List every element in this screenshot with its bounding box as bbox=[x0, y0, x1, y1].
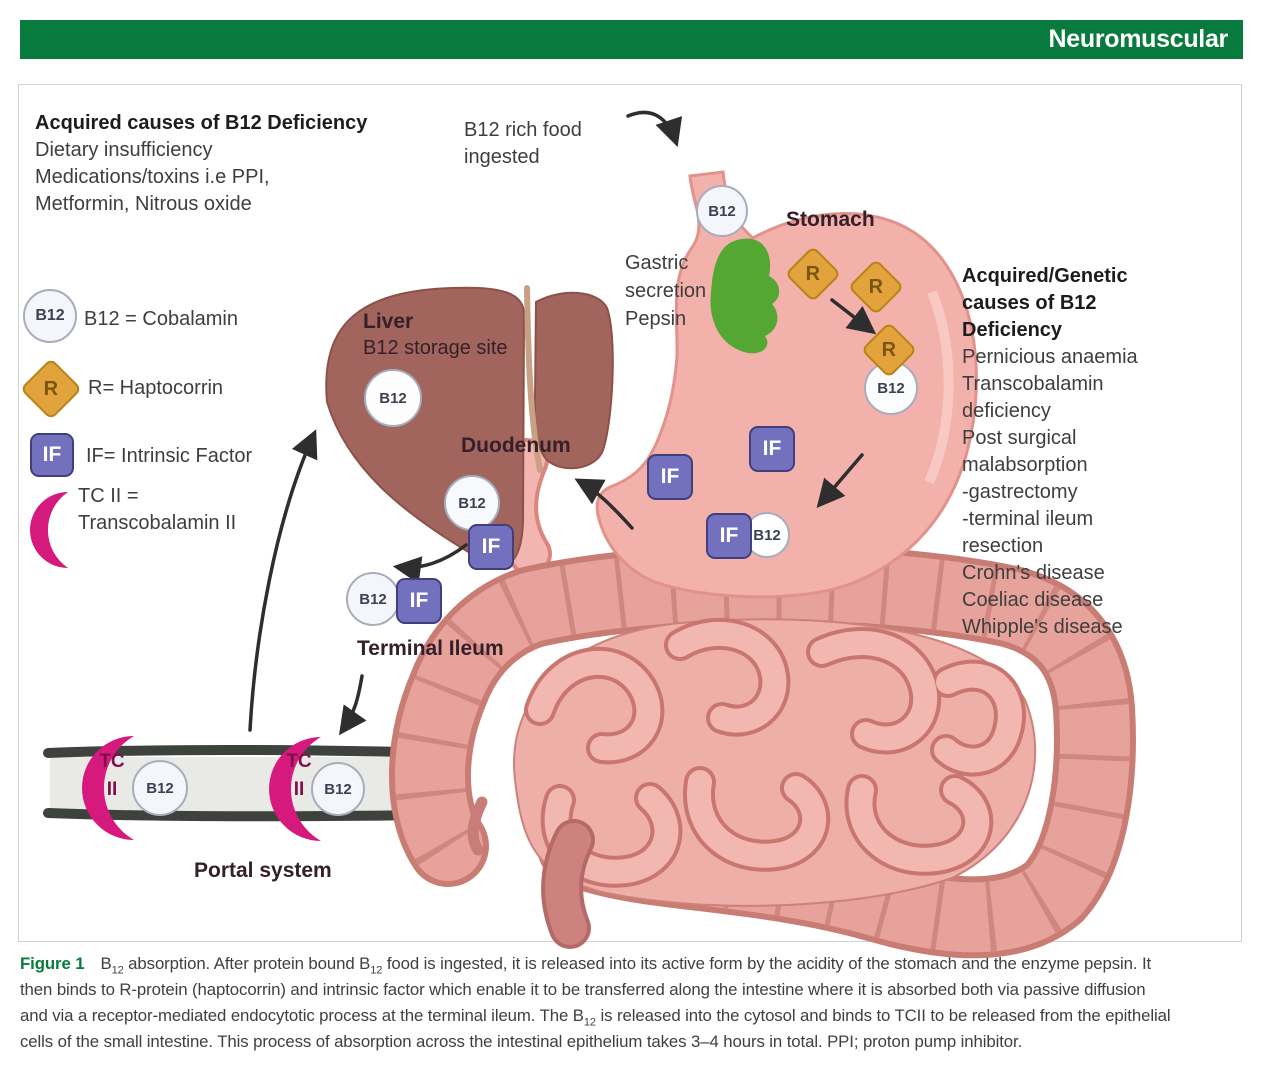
if-token-stomach-2: IF bbox=[749, 426, 795, 472]
acquired-causes-list: Dietary insufficiency Medications/toxins… bbox=[35, 139, 270, 215]
acquired-causes-title: Acquired causes of B12 Deficiency bbox=[35, 112, 368, 134]
legend-cobalamin-label: B12 = Cobalamin bbox=[84, 308, 238, 330]
portal-system-label: Portal system bbox=[194, 859, 332, 882]
b12-token-esophagus: B12 bbox=[696, 185, 748, 237]
legend-intrinsic-factor-label: IF= Intrinsic Factor bbox=[86, 445, 253, 467]
arrow-to-terminal-ileum bbox=[392, 543, 468, 584]
arrow-to-duodenum bbox=[574, 478, 634, 530]
legend-tc2-crescent bbox=[30, 492, 68, 568]
b12-token-terminal-ileum: B12 bbox=[346, 572, 400, 626]
figure-number-label: Figure 1 bbox=[20, 954, 85, 973]
small-intestine-shape bbox=[513, 617, 1037, 907]
arrow-portal-to-liver bbox=[248, 429, 318, 732]
b12-token-duodenum: B12 bbox=[444, 475, 500, 531]
gastric-secretion-shape bbox=[710, 238, 780, 354]
appendix-shape bbox=[467, 796, 488, 856]
section-banner: Neuromuscular bbox=[20, 20, 1243, 59]
tc2-crescent bbox=[269, 737, 321, 841]
gastric-secretion-label: Gastric secretion Pepsin bbox=[625, 252, 707, 330]
liver-label: Liver bbox=[363, 310, 414, 333]
if-token-stomach-1: IF bbox=[647, 454, 693, 500]
arrow-stomach-transit bbox=[816, 453, 864, 508]
section-banner-label: Neuromuscular bbox=[1048, 25, 1229, 53]
if-token-stomach-3: IF bbox=[706, 513, 752, 559]
food-ingested-label: B12 rich food ingested bbox=[464, 119, 582, 168]
genetic-causes-list: Pernicious anaemia Transcobalamin defici… bbox=[962, 346, 1138, 638]
if-token-terminal-ileum: IF bbox=[396, 578, 442, 624]
rectum-shape bbox=[541, 819, 595, 949]
b12-token-portal-2: B12 bbox=[311, 762, 365, 816]
figure-caption-line: cells of the small intestine. This proce… bbox=[20, 1032, 1023, 1051]
legend-haptocorrin-label: R= Haptocorrin bbox=[88, 377, 224, 399]
caption-text: B12 absorption. After protein bound B12 … bbox=[100, 954, 1152, 977]
tc2-crescent bbox=[82, 736, 134, 840]
figure-caption-line: Figure 1 B12 absorption. After protein bo… bbox=[20, 954, 1245, 976]
legend-b12-symbol: B12 bbox=[23, 289, 77, 343]
duodenum-label: Duodenum bbox=[461, 434, 571, 457]
if-token-duodenum: IF bbox=[468, 524, 514, 570]
arrow-ileum-to-portal bbox=[338, 674, 367, 736]
figure-caption-line: then binds to R-protein (haptocorrin) an… bbox=[20, 980, 1146, 999]
genetic-causes-title: Acquired/Genetic causes of B12 Deficienc… bbox=[962, 265, 1128, 341]
legend-intrinsic-factor-symbol: IF bbox=[30, 433, 74, 477]
stomach-label: Stomach bbox=[786, 208, 875, 231]
arrow-food-to-stomach bbox=[626, 110, 683, 147]
b12-token-portal-1: B12 bbox=[132, 760, 188, 816]
legend-tc2-label: TC II = Transcobalamin II bbox=[78, 485, 237, 534]
b12-token-liver: B12 bbox=[364, 369, 422, 427]
figure-caption-line: and via a receptor-mediated endocytotic … bbox=[20, 1006, 1171, 1029]
terminal-ileum-label: Terminal Ileum bbox=[357, 637, 504, 660]
arrow-r-binding bbox=[830, 298, 877, 335]
liver-sublabel: B12 storage site bbox=[363, 337, 508, 359]
